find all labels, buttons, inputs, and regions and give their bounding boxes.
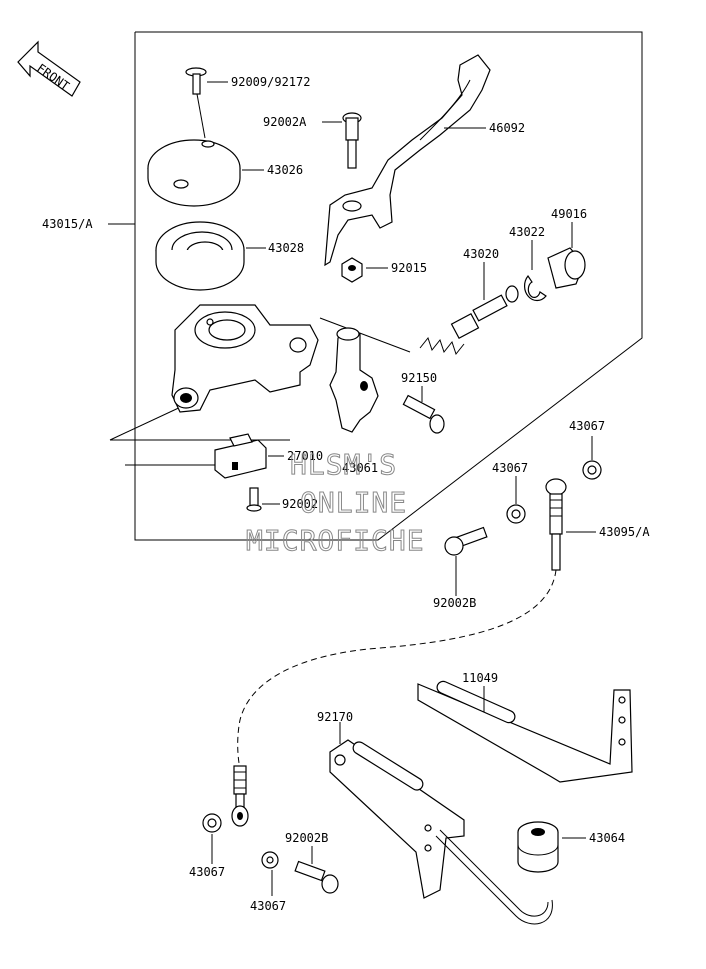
label-master-cylinder: 43015/A (42, 217, 93, 231)
switch-screw-part (246, 487, 262, 512)
boot-part (547, 247, 586, 289)
label-washer-top: 43067 (569, 419, 605, 433)
stay-part (417, 680, 633, 783)
watermark-line-2: ONLINE (300, 486, 407, 519)
clamp-bolt-part (402, 394, 445, 434)
label-stay: 11049 (462, 671, 498, 685)
label-banjo-bolt-top: 92002B (433, 596, 476, 610)
washer-mid-part (506, 504, 526, 524)
label-washer-bottom-mid: 43067 (250, 899, 286, 913)
master-cylinder-body (171, 304, 319, 413)
screw-top-part (185, 67, 207, 139)
watermark: HLSM'S ONLINE MICROFICHE (246, 448, 425, 558)
label-clamp: 43061 (342, 461, 378, 475)
assembly-outline (134, 31, 643, 541)
label-clamp-bolt: 92150 (401, 371, 437, 385)
piston-part (419, 285, 519, 356)
label-hose: 43095/A (599, 525, 650, 539)
bracket-part (329, 739, 553, 925)
label-nut: 92015 (391, 261, 427, 275)
washer-bottom-left-part (202, 813, 222, 833)
nut-part (341, 257, 363, 283)
lever-part (324, 54, 491, 267)
banjo-bolt-top-part (444, 526, 488, 556)
label-switch-screw: 92002 (282, 497, 318, 511)
label-bracket: 92170 (317, 710, 353, 724)
label-circlip: 43022 (509, 225, 545, 239)
hose-part (231, 478, 567, 827)
switch-part (214, 433, 267, 479)
watermark-line-3: MICROFICHE (246, 524, 425, 557)
washer-bottom-mid-part (261, 851, 279, 869)
label-pivot-bolt: 92002A (263, 115, 307, 129)
label-diaphragm: 43028 (268, 241, 304, 255)
banjo-bolt-bottom-part (294, 860, 339, 894)
damper-part (517, 821, 559, 873)
diaphragm-part (155, 221, 245, 291)
label-banjo-bolt-bottom: 92002B (285, 831, 328, 845)
circlip-part (524, 274, 547, 302)
label-lever: 46092 (489, 121, 525, 135)
pivot-bolt-part (342, 112, 362, 169)
watermark-line-1: HLSM'S (290, 448, 397, 481)
label-washer-bottom-left: 43067 (189, 865, 225, 879)
label-washer-mid: 43067 (492, 461, 528, 475)
label-screw-top: 92009/92172 (231, 75, 310, 89)
washer-top-part (582, 460, 602, 480)
label-piston: 43020 (463, 247, 499, 261)
label-cap: 43026 (267, 163, 303, 177)
label-switch: 27010 (287, 449, 323, 463)
label-boot: 49016 (551, 207, 587, 221)
clamp-part (329, 327, 379, 433)
cap-part (147, 139, 241, 207)
label-damper: 43064 (589, 831, 625, 845)
front-arrow-icon: FRONT (17, 40, 81, 97)
